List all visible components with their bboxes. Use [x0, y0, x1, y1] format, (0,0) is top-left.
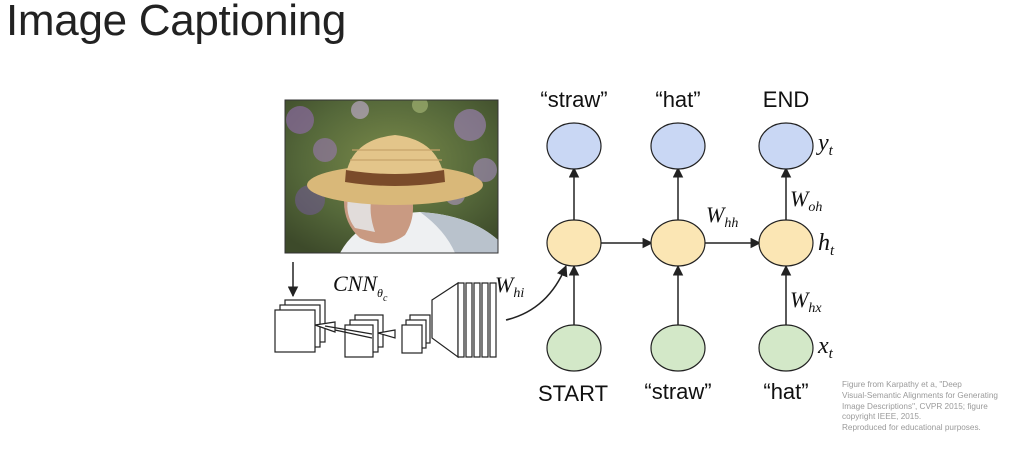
output-word-3: END — [763, 87, 809, 112]
row-label-h: ht — [818, 230, 835, 259]
figure-credit: Figure from Karpathy et a, "Deep Visual-… — [842, 380, 1032, 434]
input-node-1 — [546, 324, 602, 372]
cnn-to-hidden-arrow — [505, 264, 568, 321]
cnn-schematic — [274, 281, 497, 359]
row-label-y: yt — [816, 130, 834, 159]
slide-title: Image Captioning — [6, 0, 347, 45]
credit-line: Reproduced for educational purposes. — [842, 423, 981, 433]
row-label-x: xt — [817, 333, 834, 362]
input-photo — [285, 100, 498, 253]
cnn-label: CNNθc — [333, 271, 388, 304]
hidden-node-3 — [758, 219, 814, 267]
output-word-1: “straw” — [540, 87, 607, 112]
credit-line: copyright IEEE, 2015. — [842, 412, 922, 422]
weight-hx-label: Whx — [790, 287, 822, 316]
credit-line: Image Descriptions", CVPR 2015; figure — [842, 401, 988, 411]
input-word-3: “hat” — [763, 379, 808, 404]
hidden-node-1 — [546, 219, 602, 267]
output-node-3 — [758, 122, 814, 170]
output-node-2 — [650, 122, 706, 170]
weight-hh-label: Whh — [706, 202, 738, 231]
input-node-3 — [758, 324, 814, 372]
credit-line: Visual-Semantic Alignments for Generatin… — [842, 390, 998, 400]
rnn-unrolled — [546, 122, 814, 372]
input-word-2: “straw” — [644, 379, 711, 404]
weight-hi-label: Whi — [495, 272, 524, 301]
output-node-1 — [546, 122, 602, 170]
weight-oh-label: Woh — [790, 186, 822, 215]
credit-line: Figure from Karpathy et a, "Deep — [842, 380, 962, 389]
input-node-2 — [650, 324, 706, 372]
hidden-node-2 — [650, 219, 706, 267]
input-word-1: START — [538, 381, 608, 406]
output-word-2: “hat” — [655, 87, 700, 112]
